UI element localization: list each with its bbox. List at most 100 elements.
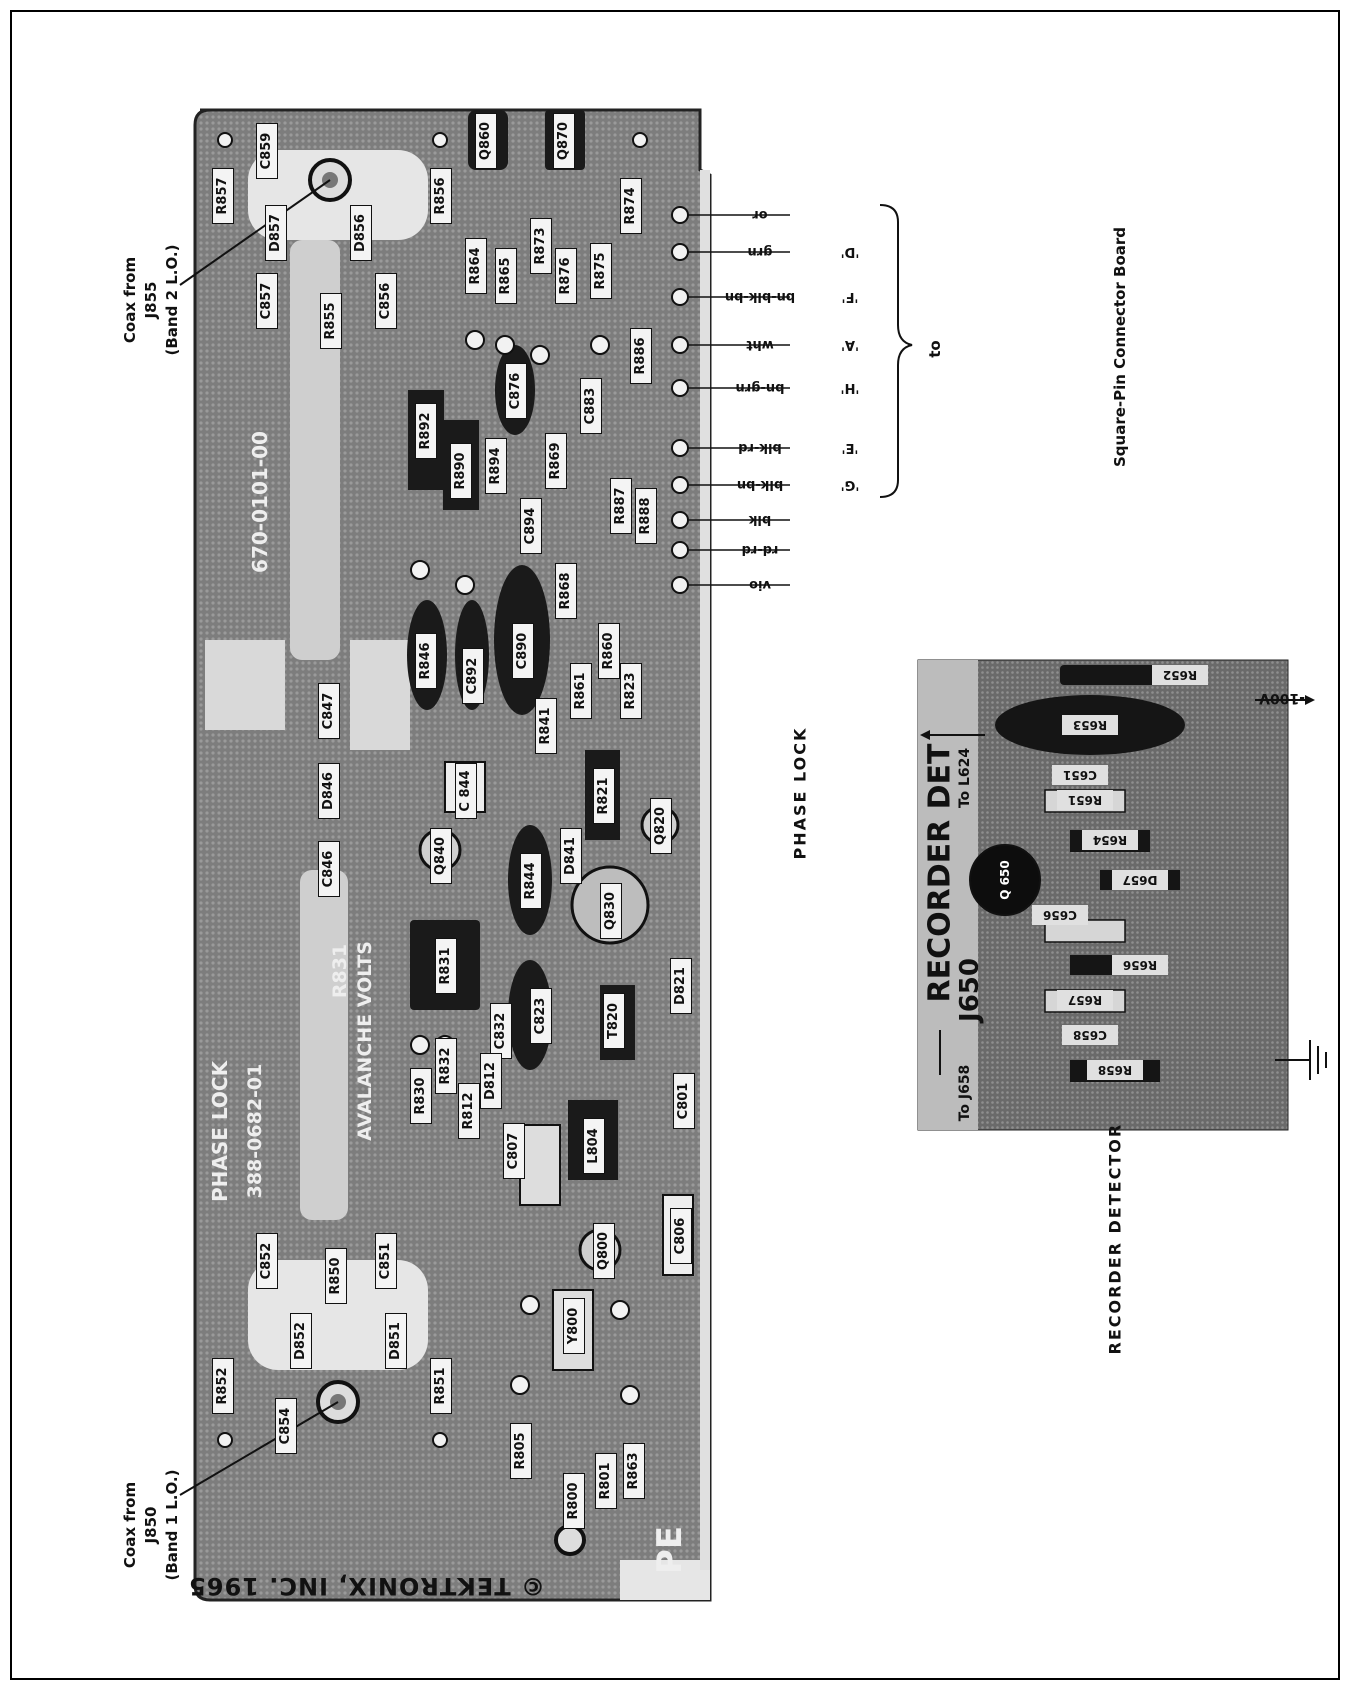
- connector-to: to: [926, 340, 944, 358]
- component-label: Q840: [430, 828, 452, 884]
- board-part-number: 670-0101-00: [248, 431, 272, 573]
- component-label: R821: [593, 768, 615, 824]
- component-label: R865: [495, 248, 517, 304]
- component-label: Q870: [553, 113, 575, 169]
- component-label: C832: [490, 1003, 512, 1059]
- recorder-component-label: R651: [1057, 790, 1113, 810]
- coax-bottom-leader: [179, 1401, 339, 1496]
- component-label: C852: [256, 1233, 278, 1289]
- recorder-component-label: Q 650: [998, 860, 1012, 900]
- wire-color-label: bn-grn: [735, 380, 785, 395]
- wire-color-label: rd-rd: [741, 542, 779, 557]
- component-label: R876: [555, 248, 577, 304]
- recorder-component-label: D657: [1112, 870, 1168, 890]
- component-label: Q830: [600, 883, 622, 939]
- component-label: D857: [265, 205, 287, 261]
- component-label: C807: [503, 1123, 525, 1179]
- wire-color-label: blk-rd: [738, 440, 782, 455]
- wire-pin-label: 'G': [840, 477, 860, 492]
- component-label: R864: [465, 238, 487, 294]
- component-label: R873: [530, 218, 552, 274]
- component-label: R855: [320, 293, 342, 349]
- component-label: R805: [510, 1423, 532, 1479]
- component-label: C883: [580, 378, 602, 434]
- component-label: C851: [375, 1233, 397, 1289]
- recorder-component-label: C658: [1062, 1025, 1118, 1045]
- component-label: C856: [375, 273, 397, 329]
- component-label: C857: [256, 273, 278, 329]
- component-label: R832: [435, 1038, 457, 1094]
- component-label: C894: [520, 498, 542, 554]
- component-label: D812: [480, 1053, 502, 1109]
- component-label: R860: [598, 623, 620, 679]
- component-label: R831: [435, 938, 457, 994]
- component-label: D846: [318, 763, 340, 819]
- wire-leads: [680, 214, 790, 586]
- connector-board-name: Square-Pin Connector Board: [1111, 227, 1129, 467]
- board-silk-phase-lock: PHASE LOCK: [208, 1060, 232, 1202]
- component-label: D841: [560, 828, 582, 884]
- component-label: C823: [530, 988, 552, 1044]
- recorder-component-label: C651: [1052, 765, 1108, 785]
- solder-pads: [217, 132, 689, 1448]
- board-copyright: © TEKTRONIX, INC. 1965: [188, 1572, 545, 1600]
- pcb-track: [300, 870, 348, 1220]
- coax-bottom-line1: Coax from: [121, 1481, 139, 1569]
- component-label: D821: [670, 958, 692, 1014]
- component-label: C806: [670, 1208, 692, 1264]
- component-label: D852: [290, 1313, 312, 1369]
- component-label: R844: [520, 853, 542, 909]
- board-silk-number: 388-0682-01: [244, 1063, 266, 1199]
- wire-color-label: grn: [747, 244, 773, 259]
- component-label: R841: [535, 698, 557, 754]
- wire-pin-label: 'D': [840, 244, 860, 259]
- wire-pin-label: 'E': [841, 440, 859, 455]
- coax-top-line2: J855: [142, 281, 160, 319]
- component-label: R856: [430, 168, 452, 224]
- recorder-title: RECORDER DET: [922, 743, 958, 1003]
- recorder-to-bottom: To J658: [957, 1064, 973, 1122]
- wire-color-label: blk-bn: [736, 477, 784, 492]
- recorder-component-label: R656: [1112, 955, 1168, 975]
- component-label: Q860: [475, 113, 497, 169]
- component-label: R887: [610, 478, 632, 534]
- pcb-edge: [700, 170, 710, 1570]
- component-label: R823: [620, 663, 642, 719]
- wire-color-label: bn-blk-bn: [724, 289, 796, 304]
- component-label: C859: [256, 123, 278, 179]
- component-label: R861: [570, 663, 592, 719]
- component-label: R874: [620, 178, 642, 234]
- recorder-voltage: -100V: [1259, 690, 1305, 706]
- component-label: C890: [512, 623, 534, 679]
- wire-pin-label: 'F': [841, 289, 859, 304]
- component-label: R863: [623, 1443, 645, 1499]
- component-label: R850: [325, 1248, 347, 1304]
- component-label: R846: [415, 633, 437, 689]
- wire-color-label: wht: [746, 337, 774, 352]
- wire-color-label: vio: [749, 577, 771, 592]
- recorder-detector-caption: RECORDER DETECTOR: [1105, 1122, 1125, 1355]
- recorder-id: J650: [955, 958, 985, 1022]
- pcb-cutout: [620, 1560, 710, 1600]
- component-label: R812: [458, 1083, 480, 1139]
- component-label: Q820: [650, 798, 672, 854]
- recorder-component-label: C656: [1032, 905, 1088, 925]
- component-label: C892: [462, 648, 484, 704]
- wire-color-label: or: [752, 207, 768, 222]
- board-silk-r831: R831: [329, 943, 351, 999]
- component-label: R857: [212, 168, 234, 224]
- page-frame: [10, 10, 1340, 1680]
- board-silk-avalanche: AVALANCHE VOLTS: [354, 941, 376, 1141]
- coax-bottom-line2: J850: [142, 1506, 160, 1544]
- wire-pin-label: 'H': [840, 380, 860, 395]
- component-label: R892: [415, 403, 437, 459]
- component-label: C 844: [455, 763, 477, 819]
- component-label: R868: [555, 563, 577, 619]
- recorder-component-label: R652: [1152, 665, 1208, 685]
- coax-top-line3: (Band 2 L.O.): [163, 244, 181, 356]
- phase-lock-caption: PHASE LOCK: [790, 726, 810, 860]
- component-label: T820: [603, 993, 625, 1049]
- recorder-component-label: R654: [1082, 830, 1138, 850]
- component-label: L804: [583, 1118, 605, 1174]
